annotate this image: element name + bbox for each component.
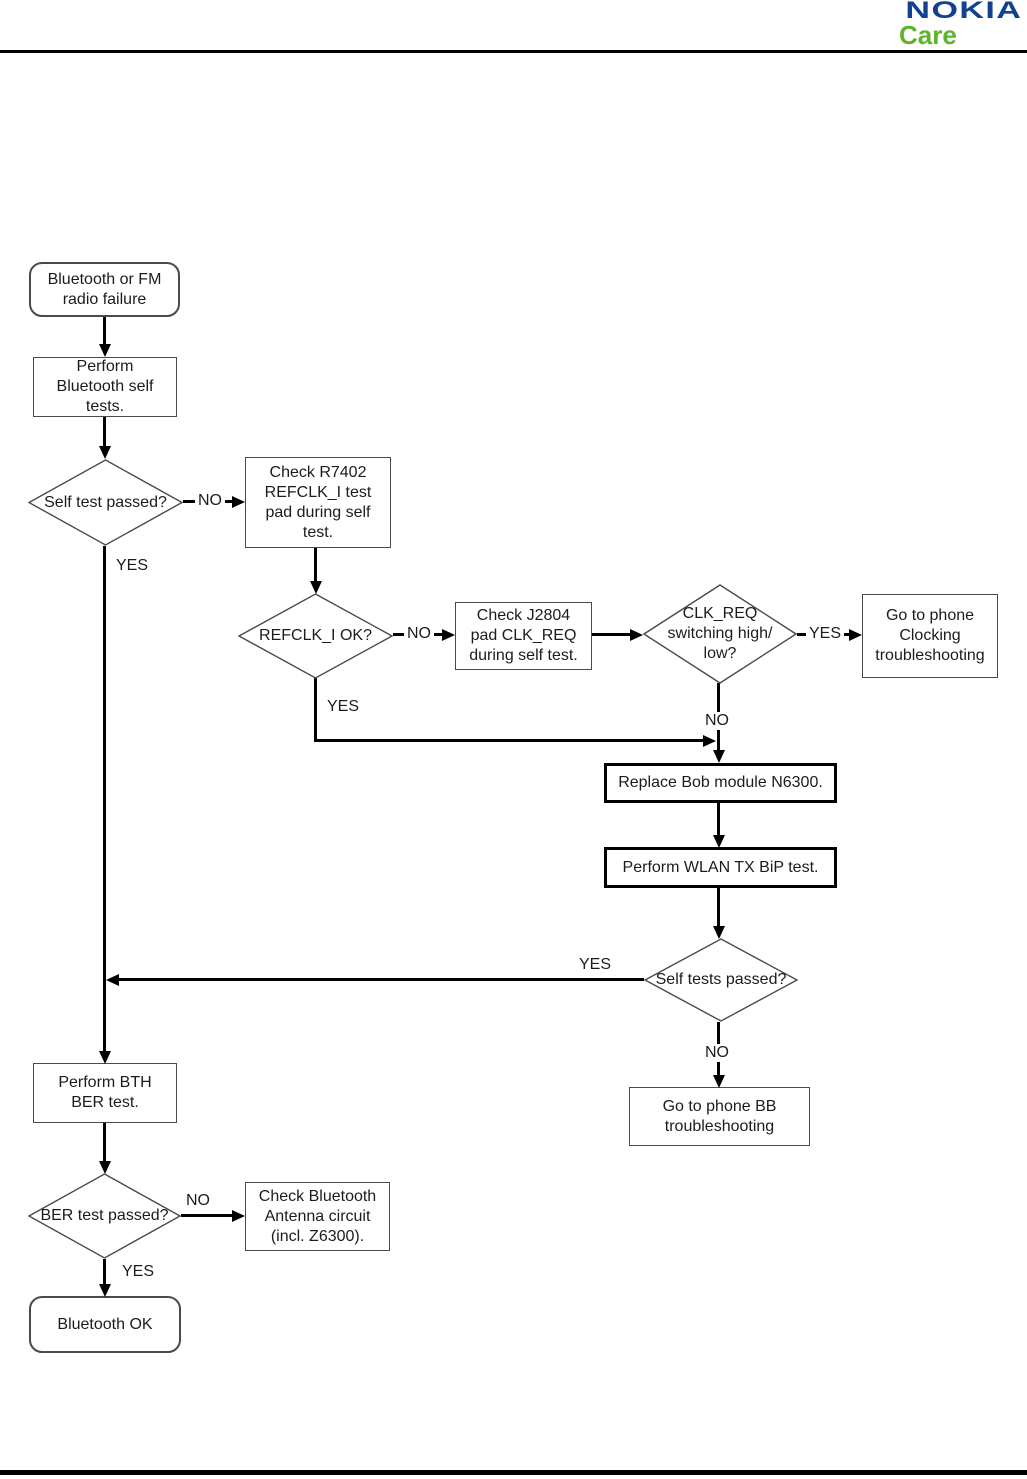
connector-line [717, 888, 720, 927]
node-clk-req-switching: CLK_REQ switching high/ low? [643, 584, 797, 684]
node-goto-bb: Go to phone BB troubleshooting [629, 1087, 810, 1146]
edge-label-no: NO [195, 492, 225, 510]
header-rule [0, 50, 1027, 53]
arrowhead-down-icon [310, 581, 322, 594]
nokia-logo: NOKIA [905, 0, 1022, 24]
node-label: Go to phone Clocking troubleshooting [875, 607, 985, 664]
arrowhead-right-icon [703, 735, 716, 747]
connector-line [314, 548, 317, 582]
arrowhead-down-icon [713, 750, 725, 763]
connector-line [717, 803, 720, 836]
connector-line [119, 978, 644, 981]
edge-label-no: NO [702, 1044, 732, 1062]
node-perform-wlan-bip: Perform WLAN TX BiP test. [604, 847, 837, 888]
arrowhead-down-icon [99, 344, 111, 357]
arrowhead-right-icon [232, 496, 245, 508]
arrowhead-right-icon [849, 629, 862, 641]
node-check-r7402: Check R7402 REFCLK_I test pad during sel… [245, 457, 391, 548]
diamond-shape [238, 593, 393, 679]
node-self-test-passed: Self test passed? [28, 459, 183, 546]
node-check-bt-antenna: Check Bluetooth Antenna circuit (incl. Z… [245, 1182, 390, 1251]
node-label: BER test passed? [40, 1207, 169, 1224]
node-label: Replace Bob module N6300. [618, 774, 823, 791]
edge-label-yes: YES [579, 956, 612, 973]
diamond-shape [644, 938, 798, 1022]
node-label: Perform WLAN TX BiP test. [622, 858, 819, 876]
edge-label-yes: YES [806, 625, 845, 643]
edge-label-no: NO [186, 1192, 210, 1209]
connector-line [103, 317, 106, 345]
arrowhead-down-icon [99, 446, 111, 459]
node-start: Bluetooth or FM radio failure [29, 262, 180, 317]
connector-line [314, 678, 317, 742]
connector-line [103, 1259, 106, 1285]
arrowhead-right-icon [630, 629, 643, 641]
connector-line [181, 1214, 233, 1217]
arrowhead-down-icon [99, 1051, 111, 1064]
diamond-shape [643, 584, 797, 684]
node-label: Check J2804 pad CLK_REQ during self test… [469, 607, 578, 664]
node-label: Check Bluetooth Antenna circuit (incl. Z… [258, 1187, 377, 1245]
diamond-shape [28, 1173, 181, 1259]
node-label: REFCLK_I OK? [259, 627, 372, 644]
care-logo: Care [899, 20, 957, 50]
node-label: Bluetooth or FM radio failure [47, 270, 162, 308]
arrowhead-down-icon [713, 1075, 725, 1088]
edge-label-no: NO [702, 712, 732, 730]
connector-line [103, 546, 106, 1051]
node-label: CLK_REQ switching high/ low? [667, 605, 773, 662]
node-bluetooth-ok: Bluetooth OK [29, 1296, 181, 1353]
arrowhead-down-icon [713, 926, 725, 939]
edge-label-yes: YES [327, 698, 360, 715]
node-ber-test-passed: BER test passed? [28, 1173, 181, 1259]
node-goto-clocking: Go to phone Clocking troubleshooting [862, 594, 998, 678]
node-label: Go to phone BB troubleshooting [662, 1097, 777, 1135]
arrowhead-left-icon [106, 974, 119, 986]
diamond-shape [28, 459, 183, 546]
connector-line [103, 1123, 106, 1162]
node-label: Self tests passed? [655, 971, 787, 988]
edge-label-yes: YES [116, 557, 149, 574]
connector-line [103, 417, 106, 447]
node-refclk-ok: REFCLK_I OK? [238, 593, 393, 679]
node-label: Check R7402 REFCLK_I test pad during sel… [264, 463, 372, 541]
node-label: Perform Bluetooth self tests. [56, 358, 154, 415]
node-label: Bluetooth OK [57, 1315, 153, 1333]
arrowhead-right-icon [232, 1210, 245, 1222]
node-check-j2804: Check J2804 pad CLK_REQ during self test… [455, 602, 592, 670]
arrowhead-right-icon [442, 629, 455, 641]
node-perform-self-tests: Perform Bluetooth self tests. [33, 357, 177, 417]
node-replace-bob: Replace Bob module N6300. [604, 763, 837, 803]
arrowhead-down-icon [99, 1161, 111, 1174]
node-perform-bth-ber: Perform BTH BER test. [33, 1063, 177, 1123]
node-label: Self test passed? [44, 493, 167, 511]
node-label: Perform BTH BER test. [58, 1074, 152, 1111]
edge-label-no: NO [404, 625, 434, 643]
connector-line [592, 633, 631, 636]
arrowhead-down-icon [99, 1284, 111, 1297]
edge-label-yes: YES [122, 1263, 155, 1280]
connector-line [314, 739, 703, 742]
footer-rule [0, 1470, 1027, 1475]
node-self-tests-passed: Self tests passed? [644, 938, 798, 1022]
arrowhead-down-icon [713, 835, 725, 848]
